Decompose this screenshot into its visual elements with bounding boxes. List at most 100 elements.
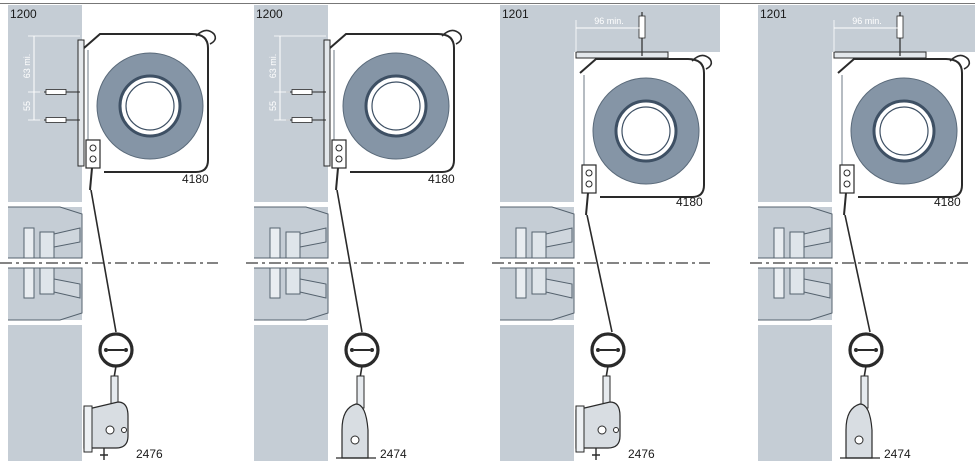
sash-upper: [773, 227, 785, 259]
cable-terminal: [335, 167, 339, 191]
pulley-block: [85, 139, 101, 169]
sill-wedge-upper: [53, 227, 81, 248]
pulley-upper: [585, 169, 593, 177]
sill-wedge-lower: [299, 278, 327, 299]
box-housing: [329, 33, 455, 173]
glazing-bead-upper: [789, 231, 805, 259]
panel-title: 1200: [256, 7, 283, 21]
tension-cable: [586, 214, 613, 333]
glazing-bead-lower: [789, 267, 805, 295]
panel-d: 96 min. 1201 4180 2474: [750, 5, 975, 461]
box-housing: [579, 58, 705, 198]
ring-clamp-left: [104, 348, 108, 352]
bracket-screw: [597, 425, 607, 435]
wall-bracket-body: [575, 401, 621, 449]
dim-label-lower: 55: [268, 101, 278, 111]
bracket-screw: [105, 425, 115, 435]
wall-lower: [758, 325, 832, 461]
bracket-code-label: 2476: [628, 447, 655, 461]
box-housing: [837, 58, 963, 198]
dim-label-upper: 63 mi.: [268, 54, 278, 79]
sill-wedge-upper: [803, 227, 831, 248]
ring-clamp-left: [854, 348, 858, 352]
wall-plug-1: [45, 89, 67, 95]
glazing-bead-upper: [531, 231, 547, 259]
pulley-lower: [843, 180, 851, 188]
bracket-bolt: [592, 448, 600, 460]
box-code-label: 4180: [182, 172, 209, 186]
pulley-upper: [335, 144, 343, 152]
wall-upper: [8, 5, 82, 202]
sash-lower: [515, 267, 527, 299]
frame-profile-upper: [500, 206, 575, 259]
ceiling-plug: [638, 15, 646, 39]
sash-lower: [269, 267, 281, 299]
frame-profile-lower: [254, 267, 329, 321]
bracket-rivet: [121, 427, 127, 433]
sash-upper: [23, 227, 35, 259]
wall-upper: [254, 5, 328, 202]
dim-label: 96 min.: [594, 16, 624, 26]
frame-profile-upper: [758, 206, 833, 259]
sill-wedge-upper: [299, 227, 327, 248]
bracket-code-label: 2474: [884, 447, 911, 461]
wall-plug-1: [291, 89, 313, 95]
cable-terminal: [843, 192, 847, 216]
pulley-lower: [585, 180, 593, 188]
panel-title: 1201: [502, 7, 529, 21]
housing-lip: [441, 29, 463, 45]
glazing-bead-lower: [285, 267, 301, 295]
pulley-lower: [335, 155, 343, 163]
sash-lower: [773, 267, 785, 299]
ring-clamp-right: [874, 348, 878, 352]
pulley-upper: [89, 144, 97, 152]
frame-profile-lower: [8, 267, 83, 321]
sill-wedge-lower: [53, 278, 81, 299]
roll-tube-inner: [125, 81, 175, 131]
wall-lower: [500, 325, 574, 461]
pulley-block: [331, 139, 347, 169]
dim-label-lower: 55: [22, 101, 32, 111]
bracket-bolt: [100, 448, 108, 460]
tensioner-sleeve: [860, 375, 869, 409]
sill-wedge-lower: [803, 278, 831, 299]
wall-lower: [8, 325, 82, 461]
bracket-rivet: [613, 427, 619, 433]
box-housing: [83, 33, 209, 173]
ring-clamp-left: [596, 348, 600, 352]
dim-label: 96 min.: [852, 16, 882, 26]
dome-bracket-screw: [350, 435, 360, 445]
box-code-label: 4180: [428, 172, 455, 186]
mounting-plate: [575, 51, 669, 59]
box-code-label: 4180: [934, 195, 961, 209]
ring-clamp-right: [370, 348, 374, 352]
sill-wedge-upper: [545, 227, 573, 248]
roll-tube-inner: [879, 106, 929, 156]
tensioner-sleeve: [356, 375, 365, 409]
bracket-wall-plate: [83, 405, 93, 453]
wall-plug-2: [45, 117, 67, 123]
roll-tube-inner: [621, 106, 671, 156]
wall-upper: [758, 5, 832, 202]
ring-clamp-left: [350, 348, 354, 352]
panel-title: 1201: [760, 7, 787, 21]
bracket-wall-plate: [575, 405, 585, 453]
ceiling-plug: [896, 15, 904, 39]
dim-label-upper: 63 mi.: [22, 54, 32, 79]
dome-bracket-body: [845, 403, 873, 459]
dome-bracket-screw: [854, 435, 864, 445]
frame-profile-upper: [254, 206, 329, 259]
tension-cable: [844, 214, 871, 333]
roll-tube-inner: [371, 81, 421, 131]
pulley-upper: [843, 169, 851, 177]
bracket-code-label: 2474: [380, 447, 407, 461]
sash-lower: [23, 267, 35, 299]
glazing-bead-upper: [285, 231, 301, 259]
sill-wedge-lower: [545, 278, 573, 299]
pulley-block: [581, 164, 597, 194]
housing-lip: [195, 29, 217, 45]
panel-b: 63 mi. 55 1200 4180 2474: [246, 5, 464, 461]
